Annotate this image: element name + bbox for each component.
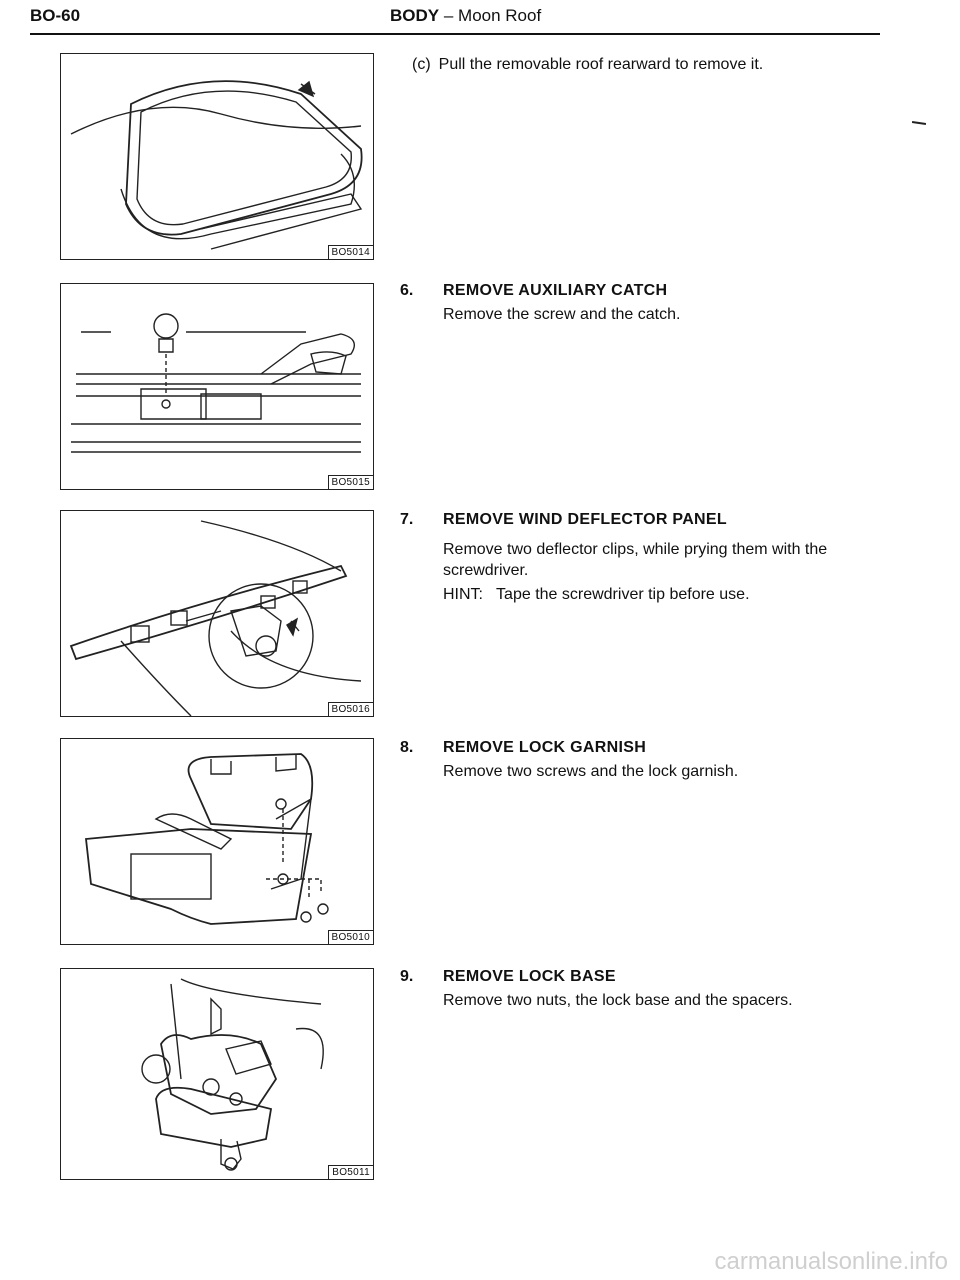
page-code: BO-60	[30, 6, 81, 25]
step-heading: REMOVE AUXILIARY CATCH	[443, 282, 668, 299]
figure-auxiliary-catch: BO5015	[60, 283, 374, 490]
figure-code: BO5010	[327, 930, 373, 944]
figure-removable-roof: BO5014	[60, 53, 374, 260]
figure-wind-deflector: BO5016	[60, 510, 374, 717]
page-title: BODY – Moon Roof	[390, 6, 541, 26]
figure-code: BO5011	[328, 1165, 373, 1179]
step-number: 8.	[400, 739, 414, 756]
step-7: 7. REMOVE WIND DEFLECTOR PANEL Remove tw…	[400, 509, 920, 609]
substep-c: (c) Pull the removable roof rearward to r…	[412, 56, 763, 74]
page-header: BO-60 BODY – Moon Roof	[30, 6, 880, 35]
figure-code: BO5016	[327, 702, 373, 716]
figure-lock-garnish: BO5010	[60, 738, 374, 945]
step-heading: REMOVE LOCK GARNISH	[443, 739, 647, 756]
auxiliary-catch-illustration	[71, 313, 361, 453]
page-mark	[911, 121, 927, 125]
wind-deflector-illustration	[69, 520, 362, 716]
substep-label: (c)	[412, 56, 431, 73]
step-body: Remove two nuts, the lock base and the s…	[443, 992, 793, 1009]
step-heading: REMOVE WIND DEFLECTOR PANEL	[443, 511, 727, 528]
roof-illustration	[70, 80, 363, 250]
lock-base-illustration	[141, 978, 324, 1171]
step-body: Remove two screws and the lock garnish.	[443, 763, 739, 780]
step-number: 7.	[400, 511, 414, 528]
substep-text: Pull the removable roof rearward to remo…	[438, 56, 764, 73]
step-number: 9.	[400, 968, 414, 985]
title-separator: –	[439, 6, 459, 25]
figure-code: BO5015	[327, 475, 373, 489]
step-6: 6. REMOVE AUXILIARY CATCH Remove the scr…	[400, 280, 920, 340]
section-name: BODY	[390, 6, 440, 25]
step-body: Remove the screw and the catch.	[443, 306, 681, 323]
step-8: 8. REMOVE LOCK GARNISH Remove two screws…	[400, 737, 920, 797]
step-heading: REMOVE LOCK BASE	[443, 968, 616, 985]
topic-name: Moon Roof	[458, 6, 542, 25]
step-body: Remove two deflector clips, while prying…	[443, 541, 828, 579]
step-number: 6.	[400, 282, 414, 299]
figure-lock-base: BO5011	[60, 968, 374, 1180]
step-hint: HINT: Tape the screwdriver tip before us…	[443, 586, 750, 603]
watermark: carmanualsonline.info	[714, 1248, 948, 1275]
step-9: 9. REMOVE LOCK BASE Remove two nuts, the…	[400, 966, 920, 1026]
lock-garnish-illustration	[85, 753, 329, 925]
figure-code: BO5014	[327, 245, 373, 259]
header-rule	[30, 33, 880, 35]
